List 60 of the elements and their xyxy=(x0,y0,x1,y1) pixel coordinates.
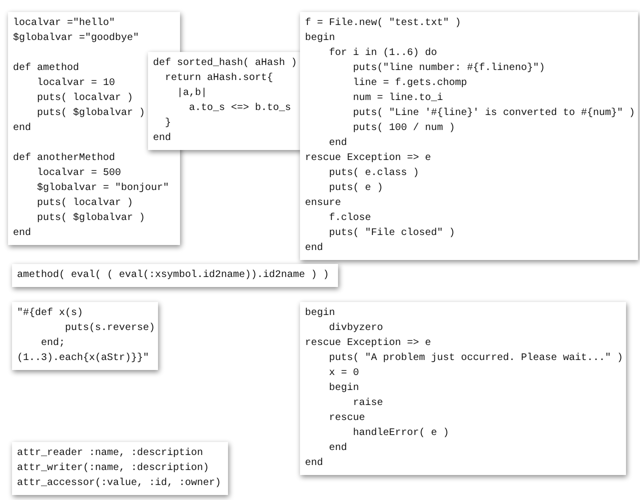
code-line: localvar = 500 xyxy=(37,166,122,181)
code-line: x = 0 xyxy=(329,367,360,381)
code-line: localvar ="hello" xyxy=(13,16,116,31)
code-line: $globalvar = "bonjour" xyxy=(37,182,170,196)
code-line: begin xyxy=(329,382,360,396)
code-line: def anotherMethod xyxy=(13,152,116,166)
code-line: rescue xyxy=(329,412,366,426)
code-line: |a,b| xyxy=(177,86,208,101)
code-line: begin xyxy=(305,306,336,321)
code-line: f = File.new( "test.txt" ) xyxy=(305,16,462,31)
code-line: rescue Exception => e xyxy=(305,152,432,166)
code-snippet-card xyxy=(148,52,302,150)
code-line: puts( "A problem just occurred. Please wait..." ) xyxy=(329,352,624,366)
code-line: for i in (1..6) do xyxy=(329,46,438,61)
code-line: "#{def x(s) xyxy=(17,306,84,321)
code-line: puts( localvar ) xyxy=(37,92,134,106)
code-line: puts( 100 / num ) xyxy=(353,122,456,136)
code-snippet-card xyxy=(12,264,338,287)
code-line: end xyxy=(329,136,348,151)
code-snippet-card xyxy=(12,442,228,495)
code-line: (1..3).each{x(aStr)}}" xyxy=(17,352,150,366)
code-line: puts( localvar ) xyxy=(37,196,134,211)
code-line: end xyxy=(305,242,324,256)
code-line: attr_reader :name, :description xyxy=(17,446,204,461)
code-line: puts( "Line '#{line}' is converted to #{num}" ) xyxy=(353,106,636,121)
code-line: } xyxy=(165,116,172,131)
code-line: def amethod xyxy=(13,62,80,76)
code-line: attr_writer(:name, :description) xyxy=(17,462,210,476)
code-line: puts( $globalvar ) xyxy=(37,212,146,226)
code-line: end xyxy=(153,132,172,146)
code-line: puts("line number: #{f.lineno}") xyxy=(353,62,546,76)
code-line: line = f.gets.chomp xyxy=(353,76,468,91)
code-line: return aHash.sort{ xyxy=(165,72,274,86)
code-line: f.close xyxy=(329,212,372,226)
code-line: puts( "File closed" ) xyxy=(329,226,456,241)
code-line: attr_accessor(:value, :id, :owner) xyxy=(17,476,222,491)
code-snippet-card xyxy=(300,302,626,475)
code-line: end; xyxy=(41,336,66,351)
code-line: raise xyxy=(353,396,384,411)
code-line: $globalvar ="goodbye" xyxy=(13,32,140,46)
code-line: divbyzero xyxy=(329,322,384,336)
code-line: ensure xyxy=(305,197,342,211)
code-line: handleError( e ) xyxy=(353,426,450,441)
code-line: rescue Exception => e xyxy=(305,336,432,351)
code-line: end xyxy=(329,442,348,456)
code-snippet-card xyxy=(12,302,158,370)
code-snippet-card xyxy=(300,12,638,260)
code-line: end xyxy=(13,122,32,136)
code-line: begin xyxy=(305,32,336,46)
code-line: a.to_s <=> b.to_s xyxy=(189,102,292,116)
code-line: puts( $globalvar ) xyxy=(37,106,146,121)
code-line: localvar = 10 xyxy=(37,76,116,91)
code-line: puts( e ) xyxy=(329,182,384,196)
code-line: amethod( eval( ( eval(:xsymbol.id2name)).id2name ) ) xyxy=(17,268,330,283)
code-line: def sorted_hash( aHash ) xyxy=(153,56,298,71)
code-line: end xyxy=(13,226,32,241)
code-line: num = line.to_i xyxy=(353,92,444,106)
code-line: end xyxy=(305,456,324,471)
code-line: puts(s.reverse) xyxy=(65,322,156,336)
code-line: puts( e.class ) xyxy=(329,166,420,181)
